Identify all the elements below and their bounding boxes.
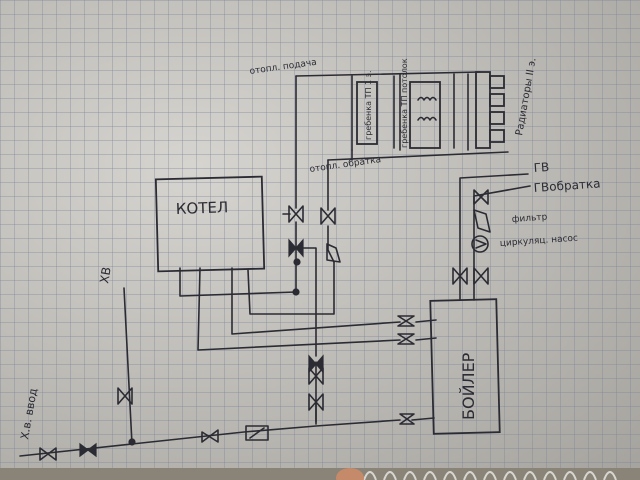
- notebook-spiral-binding: [0, 468, 640, 480]
- label-hv-vvod: Х.в. ввод: [18, 387, 40, 441]
- check-valve-return: [326, 243, 341, 263]
- label-radiatory: Радиаторы II э.: [514, 57, 539, 137]
- valve-gv-right: [473, 267, 489, 285]
- valve-supply-lower-filled: [288, 238, 304, 258]
- valve-gv-top: [473, 189, 489, 205]
- valve-middle-lower: [308, 367, 324, 385]
- label-otop-obratka: отопл. обратка: [309, 155, 382, 175]
- valve-hv-vertical: [117, 387, 133, 405]
- label-grebenka-tp1: гребенка ТП 1 э.: [364, 70, 373, 140]
- label-gv-obratka: ГВобратка: [533, 176, 601, 195]
- valve-boiler-in-1: [397, 315, 415, 327]
- circulation-pump-symbol: [471, 235, 489, 253]
- junction-dot: [128, 438, 136, 446]
- valve-lower: [308, 393, 324, 411]
- junction-dot: [293, 258, 301, 266]
- label-kotel: КОТЕЛ: [176, 198, 229, 218]
- label-nasos: циркуляц. насос: [500, 234, 579, 249]
- valve-input-2-filled: [79, 442, 97, 458]
- label-boiler: БОЙЛЕР: [459, 352, 478, 420]
- water-heater-boiler-box: [429, 298, 501, 435]
- boiler-kotel-box: [154, 175, 266, 273]
- label-otop-podacha: отопл. подача: [249, 58, 317, 77]
- valve-return-upper: [320, 207, 336, 225]
- valve-cold-to-boiler: [399, 413, 415, 425]
- manifold-tp1-box: [356, 81, 378, 145]
- junction-dot: [292, 288, 300, 296]
- label-gv: ГВ: [533, 160, 550, 175]
- filter-symbol: [473, 209, 491, 233]
- valve-input-1: [39, 447, 57, 461]
- valve-gv-left: [452, 267, 468, 285]
- label-filtr: фильтр: [512, 213, 548, 225]
- valve-boiler-in-2: [397, 333, 415, 345]
- filter-cartridge-input: [245, 425, 269, 441]
- label-grebenka-tp2: гребенка ТП потолок: [400, 58, 409, 148]
- valve-supply-upper: [282, 205, 304, 223]
- valve-middle-filled: [308, 354, 324, 374]
- radiators-block: [475, 71, 505, 149]
- manifold-tp2-box: [409, 81, 441, 149]
- label-hv: ХВ: [97, 266, 114, 285]
- valve-input-3: [201, 429, 219, 443]
